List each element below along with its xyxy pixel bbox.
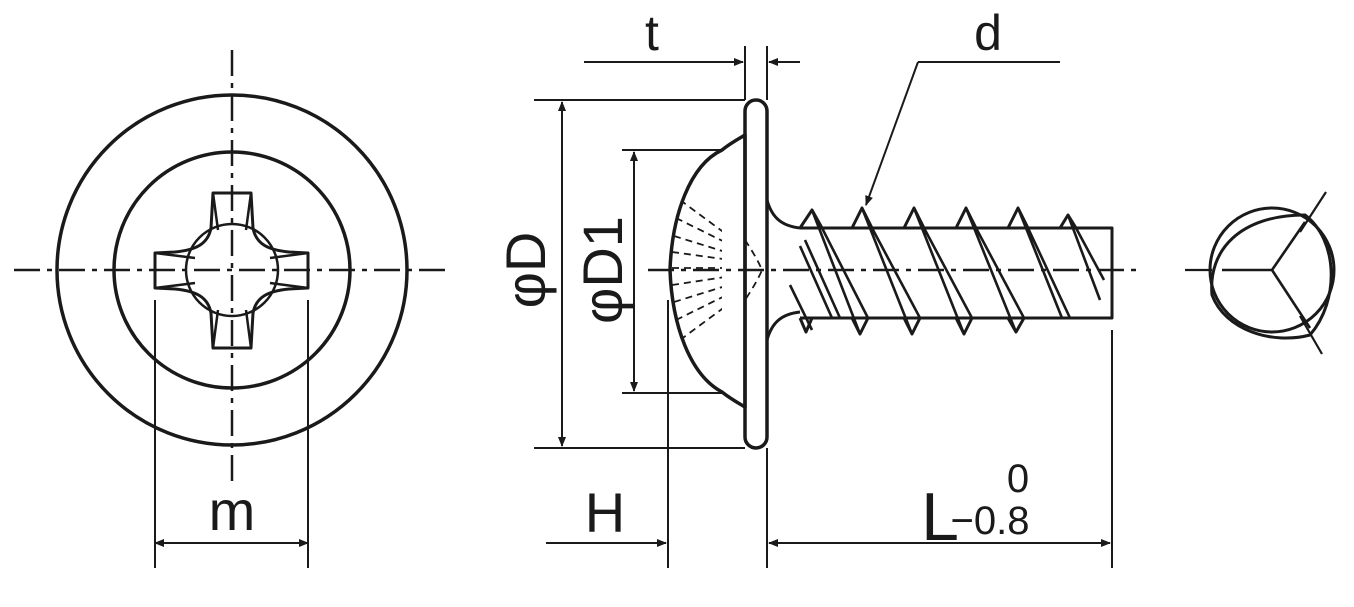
thread-body [800, 226, 1114, 320]
D1-phi-symbol: φ [571, 288, 634, 324]
front-view [14, 50, 450, 568]
t-label: t [645, 5, 659, 61]
washer-flange [743, 98, 769, 450]
hidden-recess-lines [671, 199, 722, 341]
L-tolerance-upper: 0 [1007, 457, 1029, 501]
D1-symbol: D1 [571, 216, 634, 288]
H-label: H [585, 481, 625, 544]
t-dimension [584, 46, 800, 100]
D-phi-symbol: φ [494, 272, 557, 308]
D-label: φD [494, 232, 557, 309]
side-view [534, 46, 1138, 568]
d-label: d [974, 5, 1002, 61]
D-label-group: φD [494, 232, 557, 309]
D1-label-group: φD1 [571, 216, 634, 324]
D-dimension [534, 99, 745, 449]
end-view [1185, 191, 1336, 355]
D-symbol: D [494, 232, 557, 272]
H-L-dimensions [546, 300, 1113, 568]
D1-label: φD1 [571, 216, 634, 324]
L-tolerance-lower: −0.8 [951, 499, 1030, 543]
end-view-axis-lines [1185, 191, 1327, 355]
thread-crests-top [798, 206, 1078, 229]
shank-fillet [765, 199, 801, 341]
screw-head [668, 133, 747, 409]
m-dimension [154, 300, 309, 568]
L-label: L [921, 479, 959, 555]
end-view-lobular-profile [1210, 213, 1333, 340]
end-view-y-lines [1222, 221, 1312, 329]
m-label: m [209, 479, 256, 542]
recess-depth-line [744, 239, 763, 301]
D1-dimension [622, 149, 722, 394]
d-leader [865, 61, 1060, 206]
